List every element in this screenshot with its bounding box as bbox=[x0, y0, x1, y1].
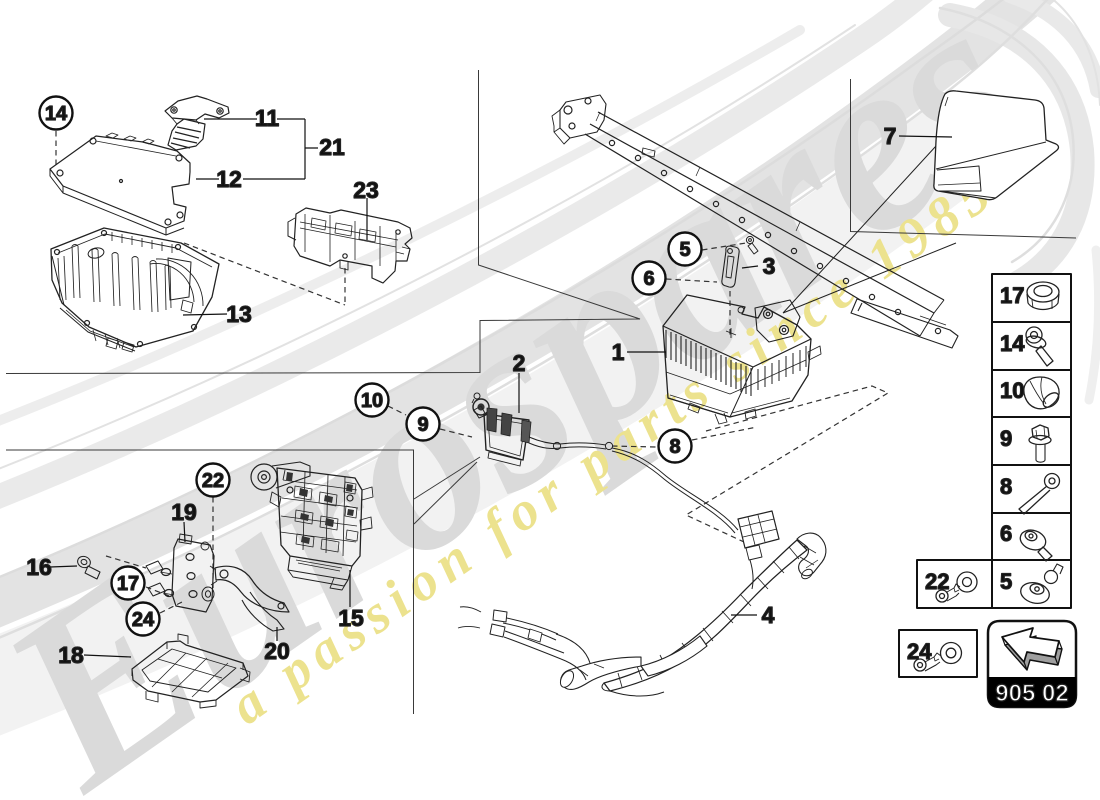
svg-text:23: 23 bbox=[353, 177, 379, 203]
svg-text:8: 8 bbox=[669, 436, 680, 458]
svg-text:7: 7 bbox=[884, 123, 897, 149]
svg-text:13: 13 bbox=[226, 301, 252, 327]
svg-text:5: 5 bbox=[1000, 569, 1012, 594]
svg-text:9: 9 bbox=[1000, 426, 1012, 451]
svg-text:16: 16 bbox=[26, 554, 52, 580]
svg-text:14: 14 bbox=[1000, 331, 1025, 356]
svg-text:8: 8 bbox=[1000, 474, 1012, 499]
svg-text:6: 6 bbox=[1000, 521, 1012, 546]
svg-text:11: 11 bbox=[255, 105, 280, 131]
svg-text:4: 4 bbox=[762, 602, 775, 628]
svg-text:9: 9 bbox=[417, 414, 428, 436]
svg-text:10: 10 bbox=[361, 390, 383, 412]
svg-text:12: 12 bbox=[216, 166, 242, 192]
svg-text:18: 18 bbox=[58, 642, 84, 668]
svg-text:19: 19 bbox=[171, 499, 197, 525]
svg-text:22: 22 bbox=[925, 569, 949, 594]
svg-text:6: 6 bbox=[643, 268, 654, 290]
svg-text:17: 17 bbox=[1000, 283, 1024, 308]
svg-text:20: 20 bbox=[264, 638, 290, 664]
svg-text:5: 5 bbox=[679, 239, 690, 261]
svg-text:17: 17 bbox=[117, 573, 139, 595]
svg-text:2: 2 bbox=[513, 350, 526, 376]
svg-text:14: 14 bbox=[45, 103, 68, 125]
svg-text:24: 24 bbox=[132, 609, 155, 631]
svg-text:905 02: 905 02 bbox=[995, 680, 1068, 707]
svg-text:22: 22 bbox=[202, 470, 224, 492]
svg-text:Eurospares: Eurospares bbox=[0, 0, 1068, 800]
svg-text:1: 1 bbox=[612, 339, 625, 365]
svg-text:15: 15 bbox=[338, 605, 364, 631]
svg-text:3: 3 bbox=[763, 253, 776, 279]
svg-text:10: 10 bbox=[1000, 378, 1024, 403]
svg-text:21: 21 bbox=[319, 134, 345, 160]
